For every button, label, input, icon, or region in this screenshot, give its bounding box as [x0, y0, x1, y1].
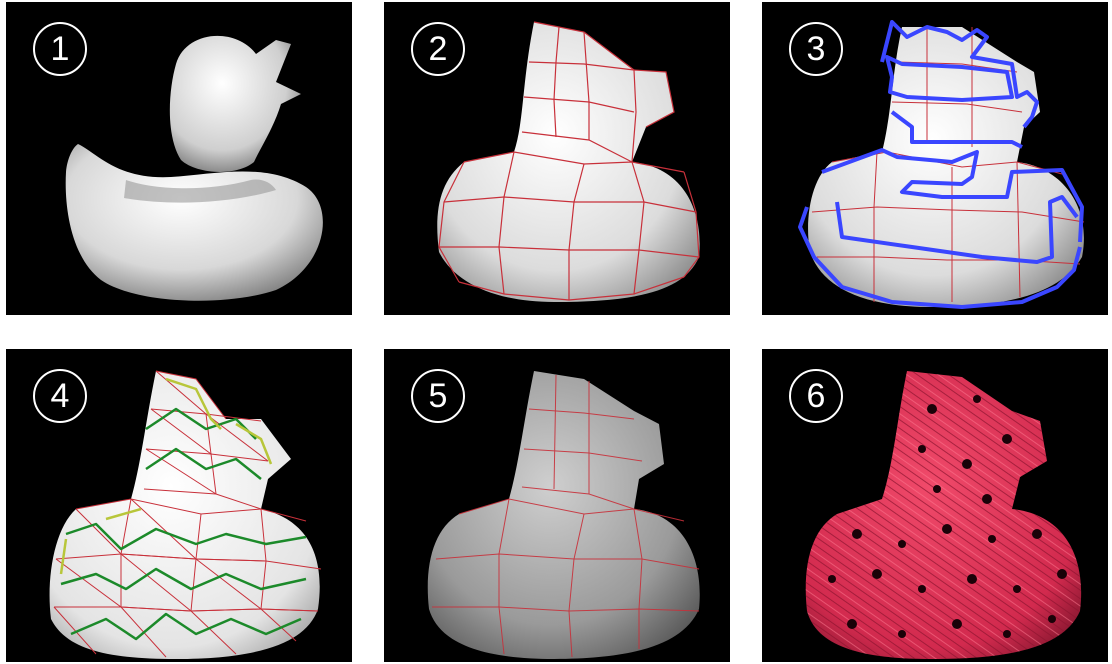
figure-panel-2: 2 [384, 2, 730, 315]
panel-number-badge: 2 [411, 22, 465, 76]
panel-number-badge: 3 [789, 22, 843, 76]
figure-panel-1: 1 [6, 2, 352, 315]
figure-panel-3: 3 [762, 2, 1108, 315]
panel-number-badge: 6 [789, 369, 843, 423]
panel-number-badge: 4 [33, 369, 87, 423]
panel-number-badge: 1 [33, 22, 87, 76]
figure-panel-4: 4 [6, 349, 352, 662]
figure-panel-6: 6 [762, 349, 1108, 662]
figure-panel-5: 5 [384, 349, 730, 662]
panel-number-badge: 5 [411, 369, 465, 423]
